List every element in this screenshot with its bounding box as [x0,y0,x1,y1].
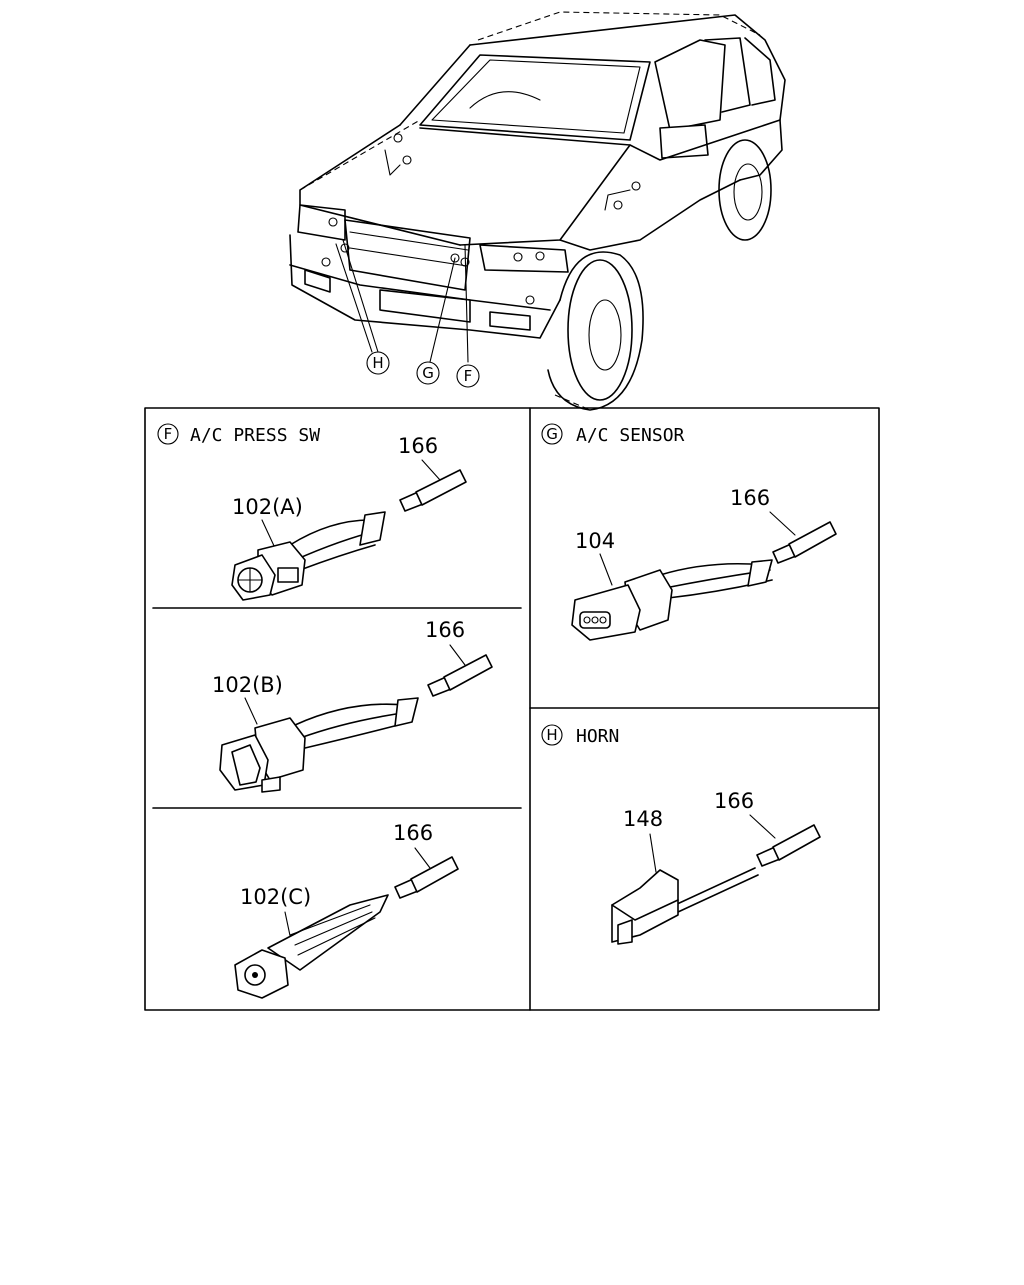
vehicle-callout-g: G [416,361,440,385]
panel-g-letter-circle [541,423,563,445]
panel-frame [144,407,880,1011]
panel-g-header: G A/C SENSOR [541,423,685,446]
connector-148: 148 166 [611,789,821,945]
svg-text:F: F [464,367,473,385]
connector-102b: 102(B) 166 [212,618,493,793]
terminal-166-b-label: 166 [425,618,465,642]
terminal-166-h-label: 166 [714,789,754,813]
connector-102b-label: 102(B) [212,673,283,697]
vehicle-callout-h: H [366,351,390,375]
panel-f-letter: F [164,425,173,443]
panel-f-letter-circle [157,423,179,445]
vehicle-callout-f: F [456,364,480,388]
vehicle-illustration [289,11,786,411]
connector-102a: 102(A) 166 [231,434,467,601]
terminal-166-c-label: 166 [393,821,433,845]
panel-h-letter-circle [541,724,563,746]
connector-102c-label: 102(C) [240,885,311,909]
connector-104-label: 104 [575,529,615,553]
terminal-166-a-label: 166 [398,434,438,458]
connector-102a-label: 102(A) [232,495,303,519]
svg-text:H: H [372,354,383,372]
connector-102c: 102(C) 166 [234,821,459,999]
panel-g-letter: G [546,425,558,443]
connector-104: 104 166 [571,486,837,641]
panel-h-title: HORN [576,726,619,747]
panel-f-title: A/C PRESS SW [190,425,320,446]
panel-g-title: A/C SENSOR [576,425,685,446]
svg-text:G: G [422,364,434,382]
panel-h-header: H HORN [541,724,619,747]
terminal-166-g-label: 166 [730,486,770,510]
panel-h-letter: H [546,726,557,744]
connector-148-label: 148 [623,807,663,831]
panel-f-header: F A/C PRESS SW [157,423,320,446]
